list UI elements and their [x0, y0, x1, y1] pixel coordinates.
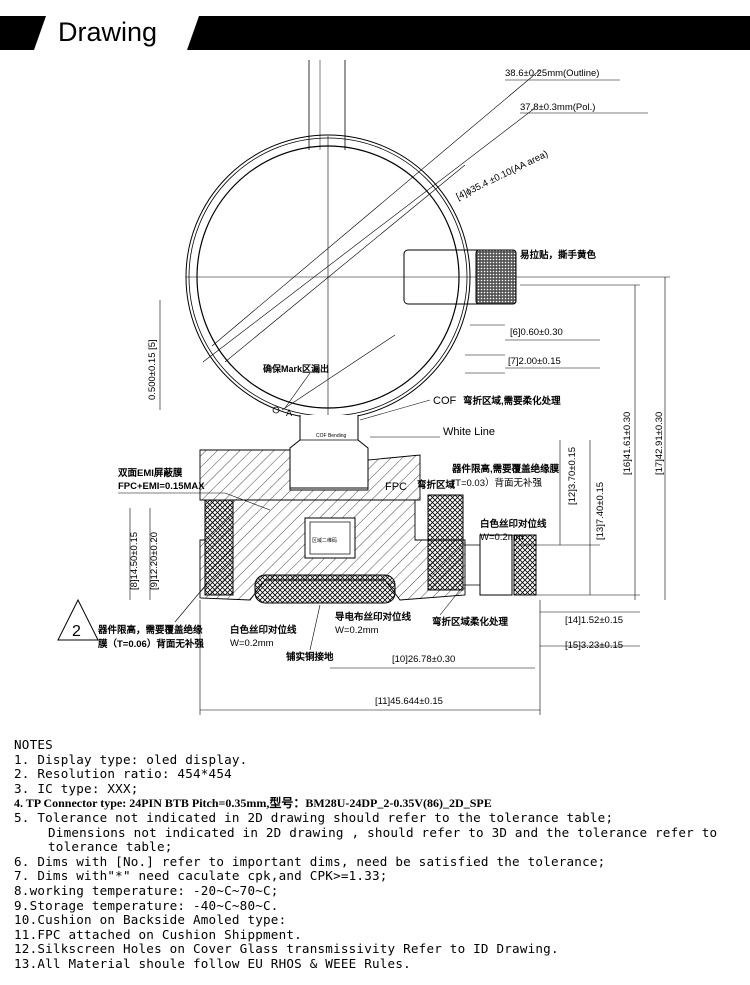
- dim-8: [8]14.50±0.15: [129, 532, 140, 590]
- white-silk-right-2: W=0.2mm: [480, 532, 524, 543]
- note-5: 5. Tolerance not indicated in 2D drawing…: [14, 809, 614, 825]
- dim-11: [11]45.644±0.15: [375, 696, 443, 707]
- note-number: 2: [72, 623, 81, 640]
- upper-dims: 38.6±0.25mm(Outline) 37.8±0.3mm(Pol.) [4…: [454, 68, 648, 374]
- white-silk-right-1: 白色丝印对位线: [480, 518, 547, 530]
- dim-14: [14]1.52±0.15: [565, 615, 623, 626]
- technical-drawing: 易拉贴，撕手黄色 38.6±0.25mm(Outline) 37.8±0.3mm…: [57, 60, 670, 715]
- left-labels: 双面EMI屏蔽膜 FPC+EMI=0.15MAX 器件限高，需要覆盖绝缘 膜（T…: [97, 467, 412, 663]
- conductive-label-2: W=0.2mm: [335, 625, 379, 636]
- white-silk-left-1: 白色丝印对位线: [230, 624, 297, 636]
- note-4: 4. TP Connector type: 24PIN BTB Pitch=0.…: [14, 796, 492, 811]
- note-9: 9.Storage temperature: -40~C~80~C.: [14, 897, 279, 913]
- fpc-bend-label: 弯折区域: [417, 479, 456, 491]
- cof-label: COF: [433, 395, 457, 407]
- cof-small-label: COF Bending: [316, 433, 347, 439]
- dim-5-group: 0.500±0.15 [5]: [147, 300, 161, 410]
- note-5-cont-2: tolerance table;: [48, 839, 173, 855]
- cof-bend-label: 弯折区域,需要柔化处理: [463, 395, 561, 407]
- center-lines: [186, 69, 670, 420]
- note-7: 7. Dims with"*" need caculate cpk,and CP…: [14, 868, 388, 884]
- dim-aa: [4]ϕ35.4 ±0.10(AA area): [454, 149, 549, 203]
- qr-label: 区域二维码: [312, 537, 337, 544]
- top-strip: [308, 60, 346, 150]
- dim-6: [6]0.60±0.30: [510, 327, 563, 338]
- right-labels: 器件限高,需要覆盖绝缘膜 (T=0.03）背面无补强 白色丝印对位线 W=0.2…: [432, 463, 560, 628]
- dim-9: [9]12.20±0.20: [149, 532, 160, 590]
- notes-title: NOTES: [14, 737, 53, 752]
- comp-limit-right-2: (T=0.03）背面无补强: [452, 477, 543, 489]
- page-title: Drawing: [58, 17, 158, 47]
- white-line-label: White Line: [443, 426, 495, 438]
- note-11: 11.FPC attached on Cushion Shippment.: [14, 926, 302, 942]
- fpc-label: FPC: [385, 481, 407, 493]
- dim-12: [12]3.70±0.15: [567, 447, 578, 505]
- dim-17: [17]42.91±0.30: [654, 412, 665, 475]
- btb-connector: [463, 534, 537, 596]
- mark-label: 确保Mark区漏出: [263, 363, 329, 374]
- bend-soft-label: 弯折区域柔化处理: [432, 616, 509, 628]
- left-vertical-dims: [8]14.50±0.15 [9]12.20±0.20: [129, 508, 160, 600]
- dim-5: 0.500±0.15 [5]: [147, 339, 158, 400]
- bottom-dims: [14]1.52±0.15 [15]3.23±0.15 [10]26.78±0.…: [199, 600, 640, 715]
- dim-pol: 37.8±0.3mm(Pol.): [520, 102, 595, 113]
- fpc-body: 区域二维码 FPC 弯折区域: [199, 449, 466, 604]
- pull-tab-label: 易拉贴，撕手黄色: [520, 249, 597, 261]
- comp-limit-left-1: 器件限高，需要覆盖绝缘: [97, 624, 203, 636]
- note-5-cont-1: Dimensions not indicated in 2D drawing ,…: [48, 824, 718, 840]
- note-3: 3. IC type: XXX;: [14, 780, 139, 796]
- dim-7: [7]2.00±0.15: [508, 356, 561, 367]
- dim-10: [10]26.78±0.30: [392, 654, 455, 665]
- pull-tab: 易拉贴，撕手黄色: [403, 249, 597, 305]
- a-mark: A: [286, 408, 292, 418]
- note-2: 2. Resolution ratio: 454*454: [14, 766, 232, 782]
- conductive-label-1: 导电布丝印对位线: [335, 611, 412, 623]
- dim-16: [16]41.61±0.30: [622, 412, 633, 475]
- dim-outline: 38.6±0.25mm(Outline): [505, 68, 599, 79]
- note-triangle: 2: [57, 598, 99, 641]
- header-tab: [34, 16, 199, 50]
- copper-label: 铺实铜接地: [286, 651, 334, 663]
- cof-neck: COF Bending COF 弯折区域,需要柔化处理 White Line: [289, 395, 561, 489]
- emi-label-1: 双面EMI屏蔽膜: [117, 467, 183, 479]
- note-1: 1. Display type: oled display.: [14, 751, 248, 767]
- right-vertical-dims: [12]3.70±0.15 [13]7.40±0.15 [16]41.61±0.…: [520, 277, 666, 600]
- emi-label-2: FPC+EMI=0.15MAX: [118, 481, 205, 492]
- comp-limit-left-2: 膜（T=0.06）背面无补强: [97, 638, 204, 650]
- white-silk-left-2: W=0.2mm: [230, 638, 274, 649]
- note-10: 10.Cushion on Backside Amoled type:: [14, 912, 287, 928]
- comp-limit-right-1: 器件限高,需要覆盖绝缘膜: [451, 463, 560, 475]
- note-8: 8.working temperature: -20~C~70~C;: [14, 882, 279, 898]
- dim-15: [15]3.23±0.15: [565, 640, 623, 651]
- note-12: 12.Silkscreen Holes on Cover Glass trans…: [14, 941, 559, 957]
- note-13: 13.All Material shoule follow EU RHOS & …: [14, 955, 411, 971]
- note-6: 6. Dims with [No.] refer to important di…: [14, 853, 606, 869]
- dim-13: [13]7.40±0.15: [595, 482, 606, 540]
- notes-section: NOTES 1. Display type: oled display. 2. …: [14, 737, 744, 972]
